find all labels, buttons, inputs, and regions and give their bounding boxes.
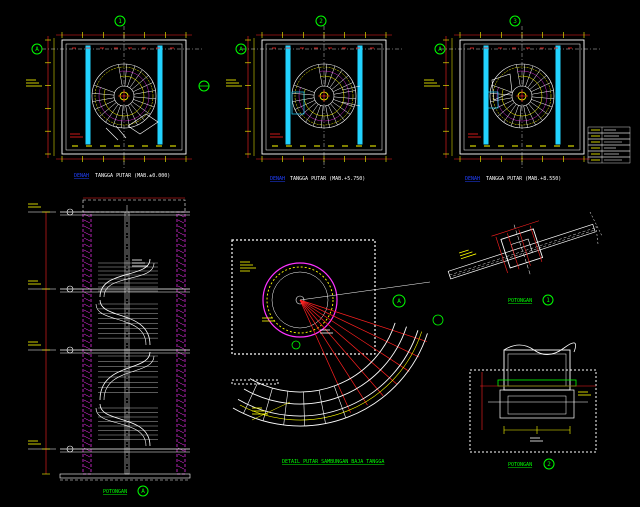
steel-joint-detail <box>231 239 444 427</box>
svg-text:2: 2 <box>319 18 323 25</box>
plan-1-title-prefix: DENAH <box>74 173 89 179</box>
legend-table <box>587 126 631 164</box>
stair-section <box>28 197 191 481</box>
svg-text:2: 2 <box>547 461 551 468</box>
cut-2-bubble: 2 <box>543 458 555 470</box>
plan-1-title: TANGGA PUTAR (MAB.±0.000) <box>95 173 170 179</box>
plan-1-grid-bubble: 1 <box>114 15 126 27</box>
detail-bubble: A <box>392 294 406 308</box>
plan-2-grid-bubble: 2 <box>315 15 327 27</box>
svg-text:A: A <box>397 298 401 305</box>
cut-1-title: POTONGAN <box>508 298 532 304</box>
floor-plan-3 <box>424 26 602 168</box>
svg-text:A: A <box>141 488 145 495</box>
floor-plan-2 <box>226 26 404 168</box>
plan-3-title-prefix: DENAH <box>465 176 480 182</box>
plan-2-title: TANGGA PUTAR (MAB.+5.750) <box>290 176 365 182</box>
plan-2-side-bubble: A <box>235 43 247 55</box>
cut-2-title: POTONGAN <box>508 462 532 468</box>
plan-3-title: TANGGA PUTAR (MAB.+8.550) <box>486 176 561 182</box>
plan-3-grid-bubble: 3 <box>509 15 521 27</box>
svg-text:A: A <box>438 46 442 53</box>
plan-2-title-prefix: DENAH <box>270 176 285 182</box>
floor-plan-1 <box>26 26 204 168</box>
cut-1-bubble: 1 <box>542 294 554 306</box>
detail-title: DETAIL PUTAR SAMBUNGAN BAJA TANGGA <box>282 459 384 465</box>
plan-3-side-bubble: A <box>434 43 446 55</box>
cut-detail-1 <box>447 211 603 280</box>
plan-1-side-bubble: A <box>31 43 43 55</box>
plan-1-section-marker <box>198 80 210 92</box>
svg-text:A: A <box>35 46 39 53</box>
section-title: POTONGAN <box>103 489 127 495</box>
section-bubble: A <box>137 485 149 497</box>
svg-text:A: A <box>239 46 243 53</box>
svg-text:3: 3 <box>513 18 517 25</box>
svg-text:1: 1 <box>118 18 122 25</box>
cut-detail-2 <box>469 342 597 453</box>
svg-text:1: 1 <box>546 297 550 304</box>
